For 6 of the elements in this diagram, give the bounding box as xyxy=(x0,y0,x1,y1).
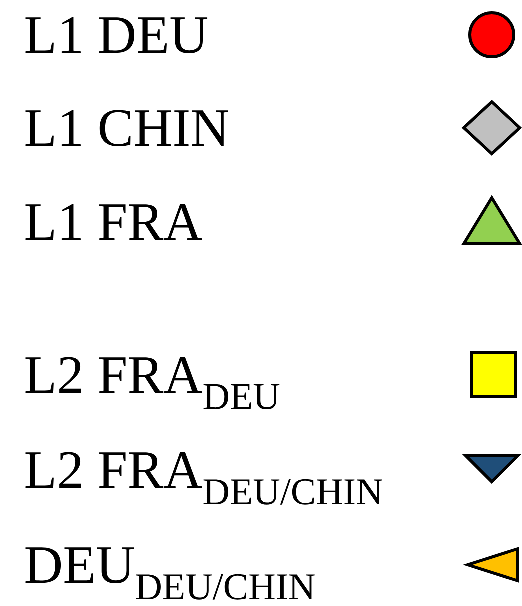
legend-label: L1 CHIN xyxy=(26,110,228,147)
legend-label: L2 FRA$_{DEU/CHIN}$ xyxy=(26,452,382,505)
legend-label: DEU$_{DEU/CHIN}$ xyxy=(26,548,315,600)
legend-label: L2 FRA$_{DEU}$ xyxy=(26,357,280,410)
legend-label: L1 DEU xyxy=(26,17,208,54)
legend-label: L1 FRA xyxy=(26,204,202,240)
